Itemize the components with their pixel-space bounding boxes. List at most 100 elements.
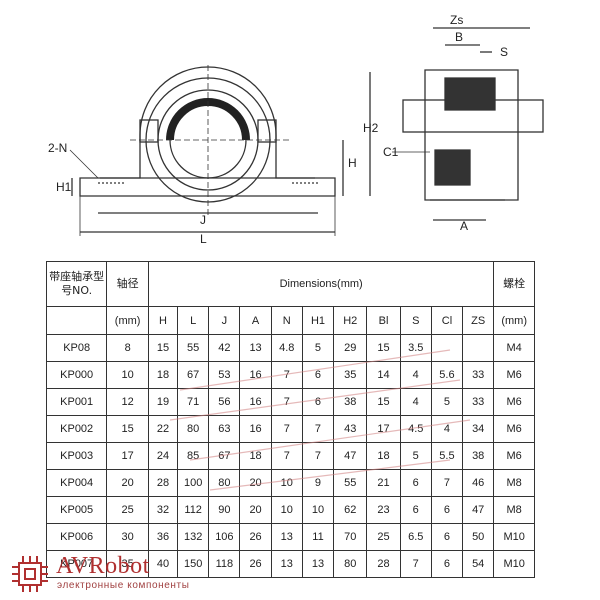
dimension-cell: 11 [301,523,335,551]
label-s: S [500,45,508,59]
dimension-cell: 5.6 [430,361,464,389]
dimension-cell: 67 [208,442,241,470]
dimension-cell: 15 [147,334,179,362]
dimension-cell: 32 [147,496,179,524]
housing-base [79,177,336,197]
logo-subtitle: электронные компоненты [57,580,190,591]
dimension-cell: 22 [147,415,179,443]
dimension-cell: 67 [177,361,210,389]
dimension-cell: 38 [333,388,368,416]
shaft-cell: 20 [106,469,149,497]
dimension-cell: 28 [147,469,179,497]
shaft-unit: (mm) [106,306,149,335]
dimension-cell: 17 [366,415,401,443]
dimension-cell: 13 [270,550,303,578]
dimension-cell: 80 [333,550,368,578]
dimension-cell: 55 [333,469,368,497]
col-h1: H1 [301,306,335,335]
dimension-cell [462,334,495,362]
dimension-cell: 26 [239,550,272,578]
dimension-cell: 5 [430,388,464,416]
label-h2: H2 [363,121,379,135]
dimension-cell: 18 [366,442,401,470]
dimension-cell: 24 [147,442,179,470]
bolt-cell: M6 [493,388,535,416]
dimension-cell: 7 [270,415,303,443]
side-lower-section [434,149,471,186]
label-l: L [200,232,207,246]
bolt-cell: M8 [493,496,535,524]
dimension-cell: 29 [333,334,368,362]
side-housing [424,69,519,201]
dimension-cell: 118 [208,550,241,578]
dimension-cell: 7 [430,469,464,497]
shaft-cell: 10 [106,361,149,389]
dimension-cell: 7 [301,442,335,470]
model-cell: KP003 [45,442,108,470]
col-h2: H2 [333,306,368,335]
dimension-cell: 53 [208,361,241,389]
dimension-cell: 5 [399,442,432,470]
bolt-cell: M4 [493,334,535,362]
label-h1: H1 [56,180,72,194]
dimension-cell: 10 [270,469,303,497]
logo-name: AVRobot [56,553,150,579]
dimension-cell: 6 [430,523,464,551]
dimension-cell: 63 [208,415,241,443]
dimension-cell: 40 [147,550,179,578]
dimension-cell: 43 [333,415,368,443]
dimension-cell: 7 [270,361,303,389]
dimension-cell: 6 [301,361,335,389]
dimension-cell: 7 [301,415,335,443]
dimension-cell: 10 [270,496,303,524]
model-cell: KP08 [45,334,108,362]
model-cell: KP004 [45,469,108,497]
dimension-cell: 4.8 [270,334,303,362]
shaft-cell: 17 [106,442,149,470]
dimension-cell: 36 [147,523,179,551]
model-cell: KP005 [45,496,108,524]
dimension-cell: 50 [462,523,495,551]
dimension-cell: 19 [147,388,179,416]
dimension-cell: 56 [208,388,241,416]
dimension-cell: 5.5 [430,442,464,470]
dimension-cell: 7 [399,550,432,578]
label-zs: Zs [450,13,463,27]
model-header: 带座轴承型号NO. [45,261,108,307]
label-c1: C1 [383,145,399,159]
col-n: N [270,306,303,335]
spec-table: 带座轴承型号NO. 轴径 Dimensions(mm) 螺栓 (mm) H L … [45,261,535,578]
col-zs: ZS [462,306,495,335]
dimension-cell: 18 [147,361,179,389]
dimension-cell: 85 [177,442,210,470]
dimension-cell: 21 [366,469,401,497]
dimension-cell: 34 [462,415,495,443]
table-column-row: (mm) H L J A N H1 H2 Bl S Cl ZS (mm) [45,306,535,335]
col-a: A [239,306,272,335]
dimension-cell: 6 [430,550,464,578]
label-2n: 2-N [48,141,67,155]
col-cl: Cl [430,306,464,335]
bolt-cell: M10 [493,550,535,578]
dimension-cell: 38 [462,442,495,470]
col-s: S [399,306,432,335]
bolt-cell: M8 [493,469,535,497]
dimension-cell: 20 [239,496,272,524]
dimension-cell: 4 [399,361,432,389]
col-j: J [208,306,241,335]
shaft-cell: 25 [106,496,149,524]
table-header-row: 带座轴承型号NO. 轴径 Dimensions(mm) 螺栓 [45,261,535,307]
dimension-cell: 112 [177,496,210,524]
dimension-cell: 71 [177,388,210,416]
grease-cap-left [139,119,159,143]
dimension-cell: 7 [270,388,303,416]
dimension-cell: 4 [399,388,432,416]
dimension-cell: 70 [333,523,368,551]
label-b: B [455,30,463,44]
